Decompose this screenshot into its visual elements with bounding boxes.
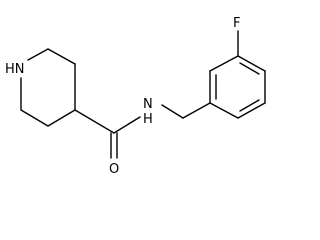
ring-nh-label: HN [5, 62, 25, 77]
bond-n-ch2 [161, 104, 184, 119]
ring-nitrogen: N [15, 62, 25, 77]
ring-nitrogen-hydrogen: H [5, 62, 15, 77]
bond-c2-c3 [47, 48, 76, 65]
aromatic-inner-bond-2 [239, 62, 260, 75]
bond-c5-c6 [20, 109, 49, 127]
bond-c4-carbonyl [74, 109, 115, 134]
atom-labels: HN N H O F [5, 16, 240, 176]
amide-h-label: H [143, 112, 153, 127]
bond-ch2-aryl [182, 102, 211, 119]
fluorophenyl-ring [209, 30, 266, 119]
piperidine-ring [20, 48, 76, 127]
bond-carbonyl-n [113, 116, 141, 134]
aromatic-inner-bond-1 [239, 99, 260, 112]
amide-nitrogen-hydrogen: H [143, 112, 153, 127]
bond-ar4-ar5 [237, 55, 266, 72]
amide-nh-label: N [143, 97, 153, 112]
chemical-structure-diagram: HN N H O F [5, 16, 266, 176]
bond-n1-c2 [27, 48, 49, 61]
carbonyl-oxygen-label: O [109, 162, 119, 176]
bond-ar5-ar6 [209, 55, 239, 72]
bond-c4-c5 [47, 109, 76, 127]
fluorine-label: F [233, 16, 240, 31]
bond-ar1-ar2 [209, 102, 239, 119]
bond-ar2-ar3 [237, 102, 266, 119]
carboxamide-group [74, 102, 211, 159]
amide-nitrogen: N [143, 97, 153, 112]
